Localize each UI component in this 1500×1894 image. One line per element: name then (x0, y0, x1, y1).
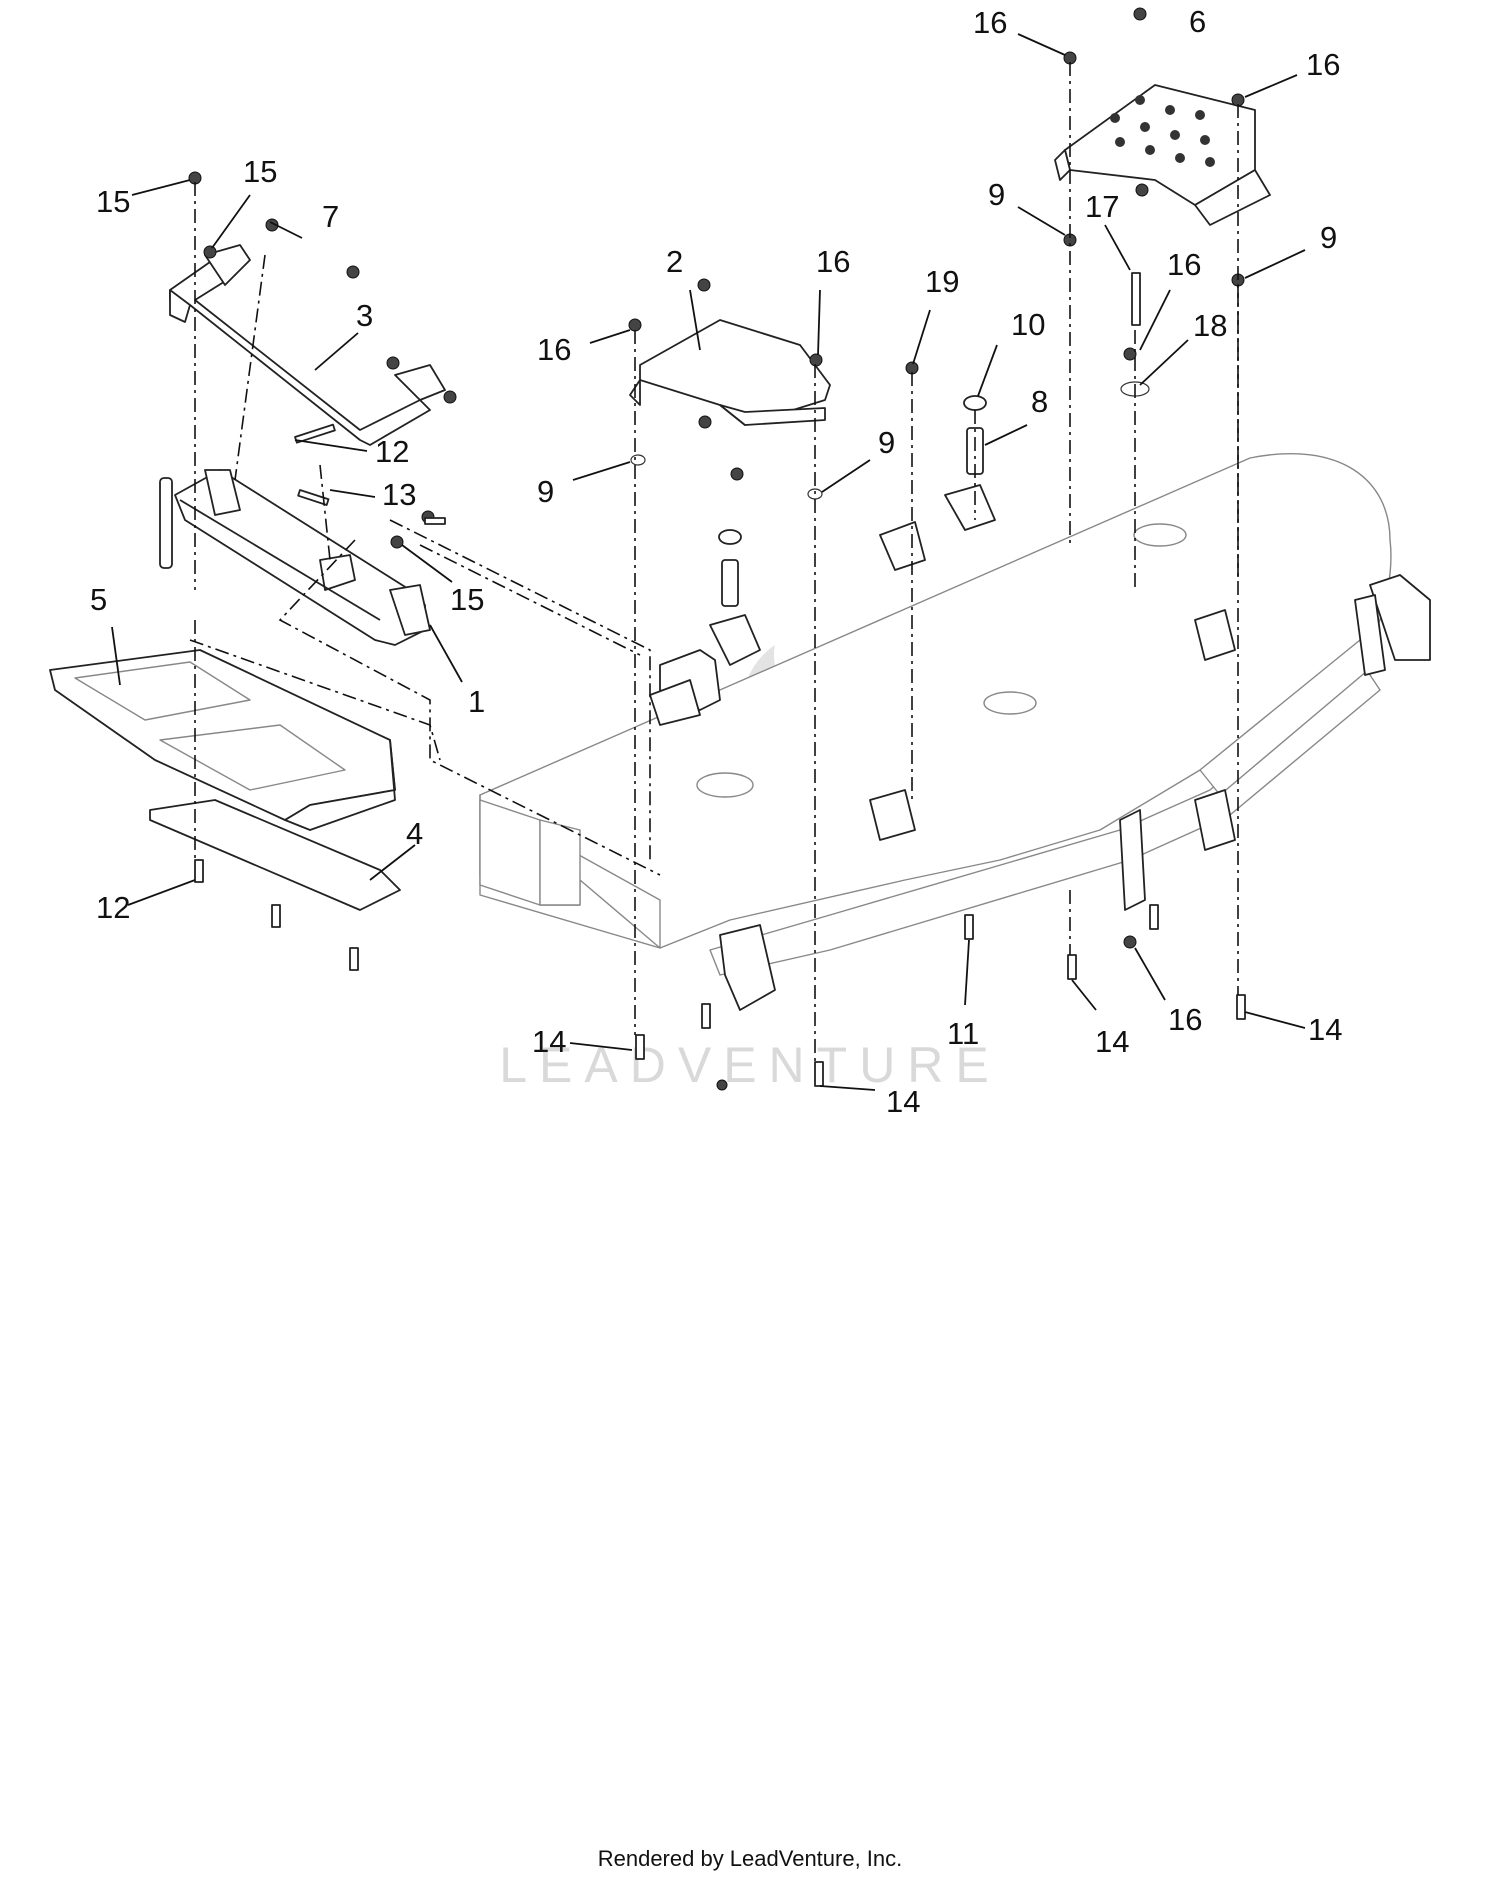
part-4-plate (149, 799, 401, 911)
callout-11: 11 (947, 1016, 979, 1051)
part-5-footplate (49, 649, 396, 831)
spindle-opening-left (696, 772, 754, 798)
spacer-8b (721, 559, 739, 607)
callout-8: 8 (1031, 384, 1048, 419)
callout-5: 5 (90, 582, 107, 617)
spindle-opening-center (983, 691, 1037, 715)
callout-16d: 16 (537, 332, 571, 367)
callout-1: 1 (468, 684, 485, 719)
callout-14a: 14 (532, 1024, 566, 1059)
part-2-cover (629, 319, 831, 426)
part-3-bracket (169, 244, 446, 446)
callout-10: 10 (1011, 307, 1045, 342)
deck-side-rail (709, 659, 1381, 976)
callout-7: 7 (322, 199, 339, 234)
spindle-opening-right (1133, 523, 1187, 547)
pin-13 (297, 489, 330, 506)
callout-6: 6 (1189, 4, 1206, 39)
leader-lines (111, 33, 1306, 1091)
callout-9a: 9 (988, 177, 1005, 212)
washer-9a (630, 454, 646, 466)
pin-12 (294, 423, 336, 444)
part-1-hitch (159, 469, 431, 646)
part-6-plate (1054, 84, 1271, 226)
callout-14d: 14 (886, 1084, 920, 1119)
callout-3: 3 (356, 298, 373, 333)
callout-14c: 14 (1308, 1012, 1342, 1047)
callout-12a: 12 (375, 434, 409, 469)
callout-16a: 16 (973, 5, 1007, 40)
callout-18: 18 (1193, 308, 1227, 343)
callout-19: 19 (925, 264, 959, 299)
callout-15b: 15 (243, 154, 277, 189)
callout-4: 4 (406, 816, 423, 851)
callout-13: 13 (382, 477, 416, 512)
bolt-17 (1131, 272, 1141, 326)
assembly-lines (189, 62, 1239, 1062)
deck-left-block-side (539, 819, 581, 906)
watermark-text: LEADVENTURE (499, 1037, 1001, 1093)
callout-15a: 15 (96, 184, 130, 219)
callout-14b: 14 (1095, 1024, 1129, 1059)
callout-16e: 16 (1167, 247, 1201, 282)
callout-12b: 12 (96, 890, 130, 925)
deck-brackets (649, 484, 1431, 1011)
callout-16c: 16 (816, 244, 850, 279)
hardware (188, 7, 1246, 1091)
callout-9d: 9 (878, 425, 895, 460)
bumper-10b (718, 529, 742, 545)
callout-16f: 16 (1168, 1002, 1202, 1037)
bumper-10 (963, 395, 987, 411)
callout-17: 17 (1085, 189, 1119, 224)
callout-labels: 16 6 16 15 15 7 9 17 9 2 16 16 3 19 16 1… (90, 4, 1342, 1119)
callout-2: 2 (666, 244, 683, 279)
deck-top-surface (479, 453, 1392, 949)
callout-16b: 16 (1306, 47, 1340, 82)
callout-9b: 9 (1320, 220, 1337, 255)
footer-credit: Rendered by LeadVenture, Inc. (597, 1846, 903, 1871)
callout-9c: 9 (537, 474, 554, 509)
callout-15c: 15 (450, 582, 484, 617)
mower-deck (479, 453, 1431, 1011)
